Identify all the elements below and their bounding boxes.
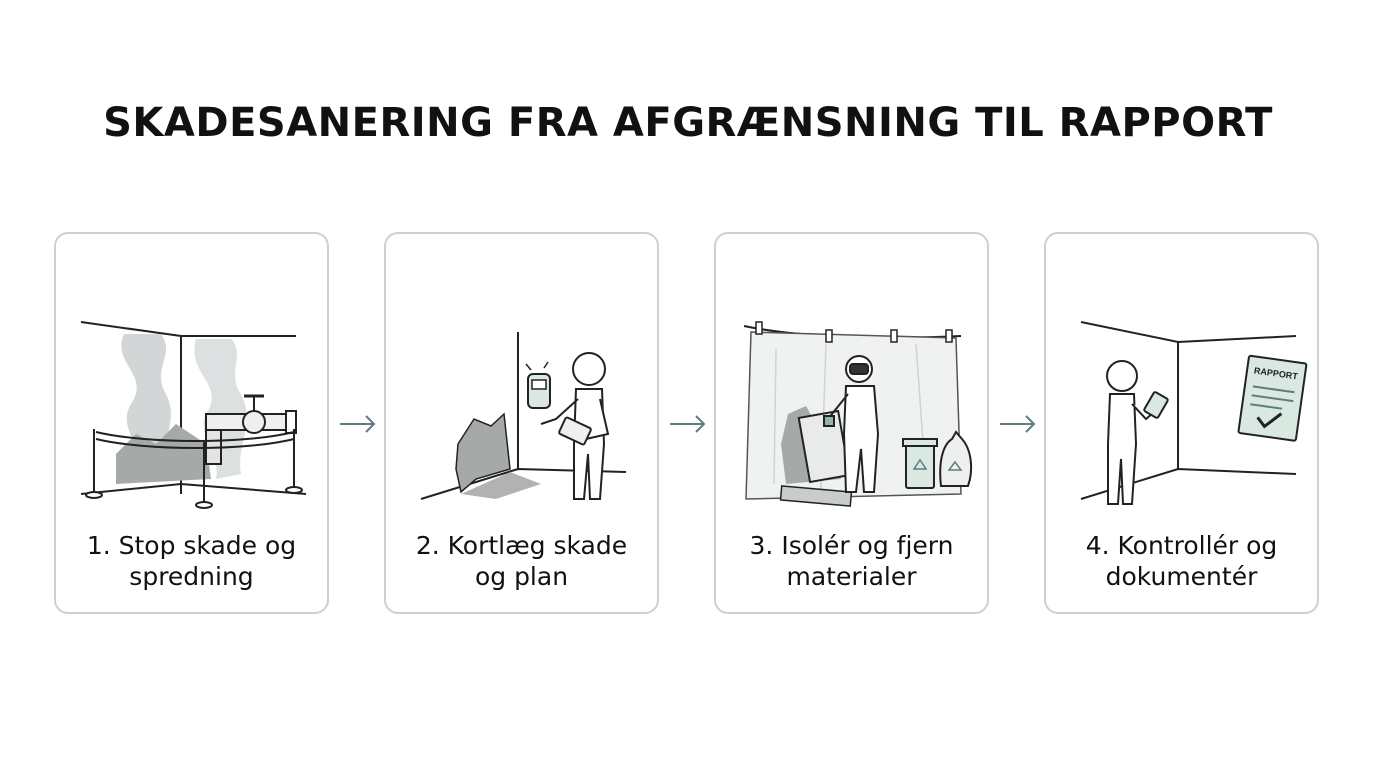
arrow-right-icon: [668, 412, 708, 436]
step-caption: 2. Kortlæg skade og plan: [415, 531, 628, 591]
step-caption: 3. Isolér og fjern materialer: [749, 531, 954, 591]
inspector-figure: [1106, 360, 1155, 505]
step-card-2: 2. Kortlæg skade og plan: [384, 232, 659, 614]
page-title: SKADESANERING FRA AFGRÆNSNING TIL RAPPOR…: [103, 100, 1273, 146]
step-card-3: 3. Isolér og fjern materialer: [714, 232, 989, 614]
arrow-right-icon: [338, 412, 378, 436]
report-document-icon: RAPPORT: [1237, 354, 1308, 442]
step-card-1: 1. Stop skade og spredning: [54, 232, 329, 614]
survey-damage-illustration: [420, 332, 627, 500]
moisture-meter-icon: [525, 361, 551, 409]
step-caption: 4. Kontrollér og dokumentér: [1085, 531, 1278, 591]
hazmat-worker-figure: [823, 355, 880, 493]
stop-damage-illustration: [80, 321, 307, 509]
step-caption: 1. Stop skade og spredning: [86, 531, 297, 591]
step-card-4: RAPPORT 4. Kontrollér og dokumentér: [1044, 232, 1319, 614]
water-valve-icon: [205, 394, 297, 465]
recycle-bin-icon: [902, 430, 973, 489]
isolate-remove-illustration: [743, 321, 973, 507]
arrow-right-icon: [998, 412, 1038, 436]
control-document-illustration: RAPPORT: [1080, 321, 1308, 505]
